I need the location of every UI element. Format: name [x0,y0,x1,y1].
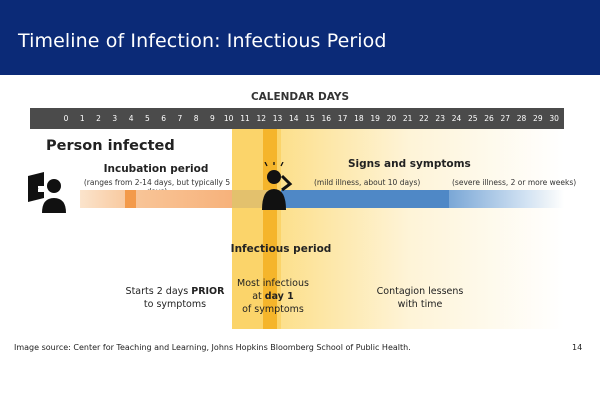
calendar-day-20: 20 [386,114,397,123]
calendar-day-11: 11 [240,114,250,123]
calendar-day-18: 18 [354,114,364,123]
prior-to-symptoms-note: Starts 2 days PRIOR to symptoms [120,285,230,311]
symptoms-severe-note: (severe illness, 2 or more weeks) [452,178,577,187]
calendar-day-25: 25 [467,114,478,123]
symptoms-mild-note: (mild illness, about 10 days) [314,178,421,187]
calendar-day-30: 30 [549,114,559,123]
prior-line-1: Starts 2 days PRIOR [120,285,230,298]
calendar-day-27: 27 [500,114,511,123]
calendar-day-16: 16 [321,114,332,123]
calendar-day-23: 23 [435,114,445,123]
prior-line-1-text: Starts 2 days [125,286,192,297]
symptoms-bar [281,190,449,208]
calendar-day-26: 26 [484,114,494,123]
calendar-day-28: 28 [516,114,527,123]
severe-symptoms-bar [449,190,564,208]
calendar-day-21: 21 [402,114,413,123]
most-emphasis: day 1 [264,291,294,302]
contagion-fade-band [281,129,564,329]
calendar-day-12: 12 [256,114,266,123]
coughing-person-icon [28,168,80,220]
calendar-day-14: 14 [288,114,299,123]
calendar-day-7: 7 [177,114,183,123]
calendar-day-10: 10 [223,114,234,123]
incubation-bar [80,190,232,208]
calendar-day-4: 4 [128,114,134,123]
prior-emphasis: PRIOR [191,286,225,297]
prior-line-2: to symptoms [143,299,207,310]
incubation-title: Incubation period [103,163,209,175]
calendar-day-15: 15 [305,114,315,123]
page-number: 14 [572,343,583,352]
calendar-day-13: 13 [272,114,283,123]
person-infected-label: Person infected [46,138,175,154]
calendar-day-9: 9 [210,114,215,123]
calendar-day-2: 2 [96,114,101,123]
calendar-day-24: 24 [451,114,462,123]
calendar-day-5: 5 [144,114,150,123]
calendar-day-29: 29 [533,114,543,123]
most-line-2: at day 1 [222,290,324,303]
calendar-day-0: 0 [63,114,69,123]
calendar-day-8: 8 [193,114,199,123]
calendar-day-6: 6 [161,114,166,123]
slide-title: Timeline of Infection: Infectious Period [18,30,387,52]
calendar-header: CALENDAR DAYS [250,91,350,103]
lessens-line-1: Contagion lessens [376,286,464,297]
image-source-credit: Image source: Center for Teaching and Le… [14,343,411,352]
most-infectious-note: Most infectious at day 1 of symptoms [222,277,324,316]
calendar-day-17: 17 [337,114,348,123]
sick-person-icon [252,161,296,216]
calendar-day-19: 19 [370,114,380,123]
calendar-day-22: 22 [419,114,429,123]
most-line-3: of symptoms [242,304,304,315]
calendar-day-1: 1 [79,114,85,123]
calendar-day-3: 3 [112,114,118,123]
most-line-2-text: at [252,291,265,302]
slide-header: Timeline of Infection: Infectious Period [0,0,600,75]
most-line-1: Most infectious [237,278,309,289]
symptoms-title: Signs and symptoms [348,158,471,170]
contagion-lessens-note: Contagion lessens with time [365,285,475,311]
incubation-typical-marker [125,190,136,208]
infectious-period-title: Infectious period [230,243,332,255]
lessens-line-2: with time [397,299,443,310]
